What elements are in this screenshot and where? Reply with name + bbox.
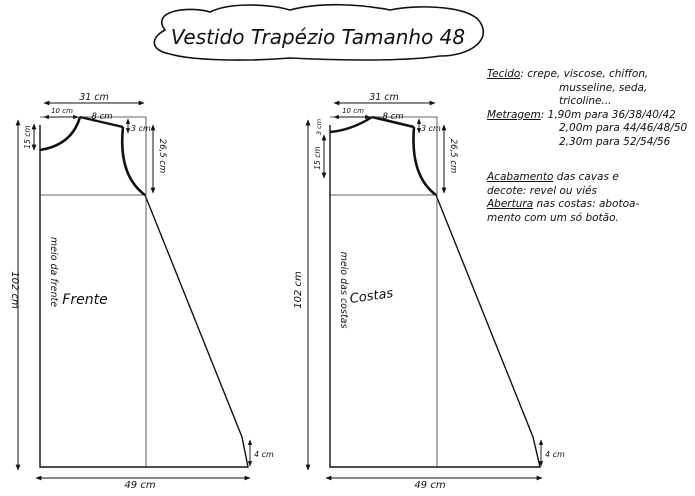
front-neck-depth: 15 cm	[23, 125, 32, 148]
back-length: 102 cm	[293, 271, 304, 309]
back-armhole-depth: 26,5 cm	[448, 139, 458, 174]
opening-text-2: mento com um só botão.	[487, 211, 619, 224]
back-hem-rise: 4 cm	[545, 450, 565, 459]
front-neck-width: 10 cm	[51, 107, 73, 115]
front-hem-rise: 4 cm	[254, 450, 274, 459]
yardage-row-1: 1,90m para 36/38/40/42	[547, 108, 676, 121]
front-shoulder-drop: 3 cm	[131, 124, 151, 133]
opening-label: Abertura	[487, 198, 534, 210]
back-neck-depth: 15 cm	[313, 146, 322, 169]
back-hem-width: 49 cm	[414, 480, 445, 491]
back-neck-width: 10 cm	[342, 107, 364, 115]
front-piece	[15, 100, 253, 481]
fabric-label: Tecido	[487, 68, 521, 80]
back-width-top: 31 cm	[369, 92, 399, 103]
notes-panel: Tecido: crepe, viscose, chiffon, musseli…	[487, 68, 692, 247]
front-length: 102 cm	[9, 271, 20, 309]
front-width-top: 31 cm	[79, 92, 109, 103]
finish-text: das cavas e	[556, 171, 619, 183]
fabric-text-2: musseline, seda, tricoline...	[559, 81, 648, 108]
finish-note: Acabamento das cavas e decote: revel ou …	[487, 171, 692, 225]
title-cloud	[153, 3, 485, 61]
yardage-row-3: 2,30m para 52/54/56	[559, 135, 671, 148]
back-neck-drop: 3 cm	[315, 119, 323, 135]
front-hem-width: 49 cm	[124, 480, 155, 491]
finish-label: Acabamento	[487, 171, 554, 183]
page-title: Vestido Trapézio Tamanho 48	[171, 25, 465, 49]
fabric-note: Tecido: crepe, viscose, chiffon, musseli…	[487, 68, 692, 149]
finish-text-2: decote: revel ou viés	[487, 184, 597, 197]
back-piece	[305, 100, 544, 481]
back-label: Costas	[349, 286, 395, 307]
front-shoulder: 8 cm	[91, 112, 112, 122]
fabric-text: crepe, viscose, chiffon,	[527, 68, 649, 80]
back-shoulder-drop: 3 cm	[421, 124, 441, 133]
yardage-label: Metragem	[487, 108, 541, 121]
back-fold-label: meio das costas	[338, 252, 349, 329]
back-shoulder: 8 cm	[382, 112, 403, 122]
front-label: Frente	[62, 292, 107, 308]
yardage-row-2: 2,00m para 44/46/48/50	[559, 122, 688, 134]
front-fold-label: meio da frente	[48, 237, 59, 307]
opening-text: nas costas: abotoa-	[536, 198, 640, 210]
front-armhole-depth: 26,5 cm	[157, 139, 167, 174]
